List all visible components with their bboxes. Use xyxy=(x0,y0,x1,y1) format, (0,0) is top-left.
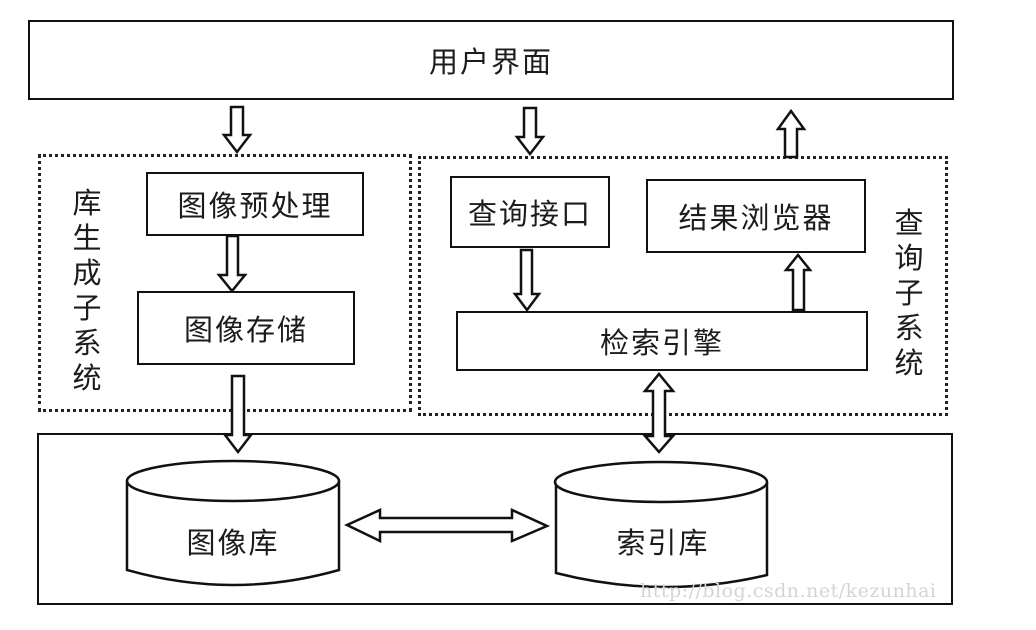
query-interface-label: 查询接口 xyxy=(467,197,592,231)
image-db-cylinder xyxy=(125,459,341,587)
index-db-cylinder xyxy=(553,460,769,589)
result-browser-label: 结果浏览器 xyxy=(678,201,834,235)
user-interface-box: 用户界面 xyxy=(28,20,954,100)
image-storage-label: 图像存储 xyxy=(183,313,308,347)
search-engine-label: 检索引擎 xyxy=(599,326,724,360)
library-subsystem-label: 库生成子系统 xyxy=(72,186,102,395)
image-preprocessing-box: 图像预处理 xyxy=(146,172,364,236)
arrow-results-to-ui xyxy=(775,108,807,159)
arrow-preprocess-to-storage xyxy=(216,234,248,293)
search-engine-box: 检索引擎 xyxy=(456,311,868,371)
arrow-engine-to-results xyxy=(783,252,813,312)
arrow-ui-to-query xyxy=(514,106,546,157)
arrow-engine-indexdb xyxy=(642,372,676,454)
watermark: http://blog.csdn.net/kezunhai xyxy=(640,580,937,602)
query-subsystem-group xyxy=(418,156,948,416)
query-interface-box: 查询接口 xyxy=(450,176,610,248)
arrow-ui-to-library xyxy=(221,105,253,155)
image-storage-box: 图像存储 xyxy=(137,291,355,365)
library-subsystem-group xyxy=(38,154,412,412)
arrow-storage-to-imagedb xyxy=(222,374,254,455)
arrow-imagedb-indexdb xyxy=(344,508,551,543)
arrow-query-to-engine xyxy=(512,248,542,313)
image-preprocessing-label: 图像预处理 xyxy=(177,189,333,223)
result-browser-box: 结果浏览器 xyxy=(646,179,866,253)
user-interface-label: 用户界面 xyxy=(428,45,553,79)
index-db-label: 索引库 xyxy=(616,526,710,560)
image-db-label: 图像库 xyxy=(186,526,280,560)
query-subsystem-label: 查询子系统 xyxy=(894,206,924,380)
